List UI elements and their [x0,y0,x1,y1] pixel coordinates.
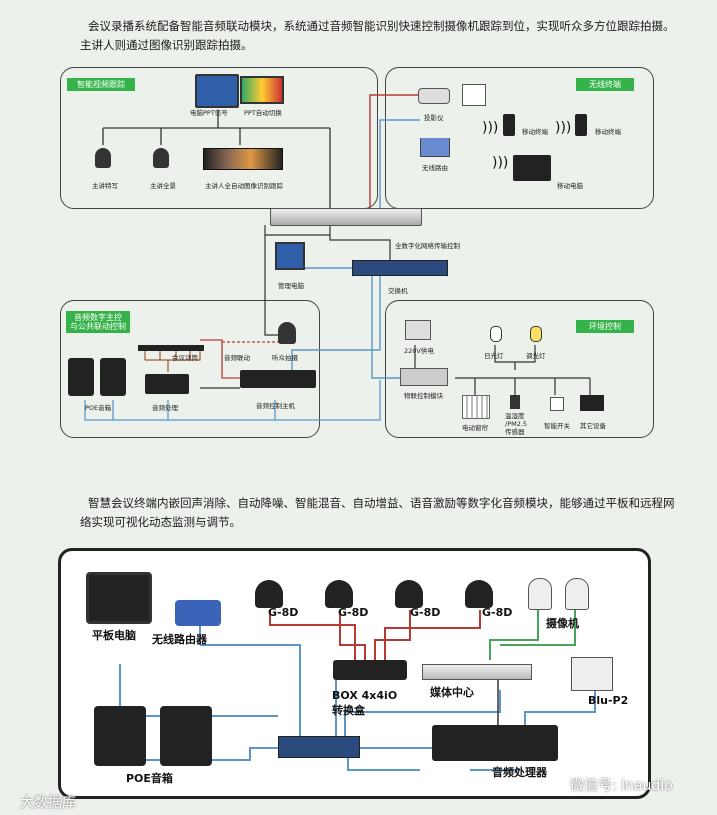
label-env-module: 物联控制模块 [404,392,443,400]
watermark-right: 微信号: lnaudio [570,778,673,794]
mobile-icon-1 [503,114,515,136]
power-icon [405,320,431,340]
label-mic-3: G-8D [410,606,441,619]
dimmer-icon [530,326,542,342]
auto-track-screen-icon [203,148,283,170]
video-tracking-group [60,67,378,209]
label-power: 220V供电 [404,347,434,355]
tablet-icon [86,572,152,624]
pc-ppt-icon [195,74,239,108]
tag-environment-control: 环境控制 [576,320,634,334]
poe-speaker-icon-2 [100,358,126,396]
audio-control-group [60,300,320,438]
label-network-ctrl: 全数字化网络传输控制 [395,242,460,250]
sensor-icon [510,395,520,409]
mgmt-pc-icon [275,242,305,270]
label-audio-link: 音频联动 [224,354,250,362]
label-blu: Blu-P2 [588,694,629,707]
audio-host-icon [240,370,316,388]
wifi-icon-3: ))) [492,155,509,171]
audience-camera-icon [278,322,296,344]
label-mobile-2: 移动终端 [595,128,621,136]
audio-processor-icon [145,374,189,394]
label-ppt-switch: PPT自动切换 [244,109,282,117]
smart-switch-icon [550,397,564,411]
blu-p2-icon [571,657,613,691]
camera-icon-1 [528,578,552,610]
curtain-icon [462,395,490,419]
router-icon-2 [175,600,221,626]
wireless-terminal-group [385,67,654,209]
label-audio-proc: 音频处理 [152,404,178,412]
intro-paragraph-2: 智慧会议终端内嵌回声消除、自动降噪、智能混音、自动增益、语音激励等数字化音频模块… [80,496,675,529]
laptop-icon [513,155,551,181]
conference-mics-icon [138,313,204,351]
label-media: 媒体中心 [430,686,474,699]
poe-speaker-icon-4 [160,706,212,766]
daylight-icon [490,326,502,342]
label-audio-host: 音频控制主机 [256,402,295,410]
label-cam-main-full: 主讲全景 [150,182,176,190]
label-pc-ppt: 电脑PPT信号 [190,109,228,117]
label-router-2: 无线路由器 [152,633,207,646]
network-switch-icon-2 [278,736,360,758]
tag-wireless-terminal: 无线终端 [576,78,634,92]
camera-icon-2 [565,578,589,610]
label-router: 无线路由 [422,164,448,172]
label-curtain: 电动窗帘 [462,424,488,432]
tag-video-tracking: 智能视频跟踪 [67,78,135,92]
router-icon [420,138,450,157]
poe-speaker-icon-1 [68,358,94,396]
label-switch: 交换机 [388,287,408,295]
wifi-icon-2: ))) [555,120,572,136]
mic-icon-2 [325,580,353,608]
recording-host-icon [270,208,422,226]
label-tablet: 平板电脑 [92,629,136,642]
label-auto-track: 主讲人全自动图像识别跟踪 [205,182,283,190]
label-mic-1: G-8D [268,606,299,619]
ppt-switch-screen-icon [240,76,284,104]
label-poe: POE音箱 [126,772,173,785]
camera-full-icon [153,148,169,168]
label-dimmer: 调光灯 [526,352,546,360]
label-mic-2: G-8D [338,606,369,619]
label-camera: 摄像机 [546,617,579,630]
mobile-icon-2 [575,114,587,136]
label-poe-speaker: POE音箱 [85,404,112,412]
label-projector: 投影仪 [424,114,444,122]
mic-icon-4 [465,580,493,608]
tag-audio-control: 音频数字主控 与公共联动控制 [66,311,130,334]
mic-icon-3 [395,580,423,608]
environment-control-group [385,300,654,438]
label-audience-cam: 听众拍摄 [272,354,298,362]
env-module-icon [400,368,448,386]
network-switch-icon [352,260,448,276]
projection-screen-icon [462,84,486,106]
audio-processor-icon-2 [432,725,558,761]
label-box: BOX 4x4iO 转换盒 [332,689,398,717]
box-converter-icon [333,660,407,680]
label-smart-switch: 智能开关 [544,422,570,430]
other-device-icon [580,395,604,411]
label-laptop: 移动电脑 [557,182,583,190]
camera-close-icon [95,148,111,168]
label-cam-main-close: 主讲特写 [92,182,118,190]
label-sensor: 温湿度 /PM2.5 传感器 [505,412,528,436]
label-mgmt-pc: 管理电脑 [278,282,304,290]
label-mobile-1: 移动终端 [522,128,548,136]
label-conf-mic: 会议话筒 [172,354,198,362]
poe-speaker-icon-3 [94,706,146,766]
label-audio-proc-2: 音频处理器 [492,766,547,779]
mic-icon-1 [255,580,283,608]
label-daylight: 日光灯 [484,352,504,360]
projector-icon [418,88,450,104]
intro-paragraph-1: 会议录播系统配备智能音频联动模块，系统通过音频智能识别快速控制摄像机跟踪到位，实… [80,19,675,52]
watermark-left: 大数据库 [20,795,76,811]
media-center-icon [422,664,532,680]
wifi-icon: ))) [482,120,499,136]
label-mic-4: G-8D [482,606,513,619]
label-other: 其它设备 [580,422,606,430]
